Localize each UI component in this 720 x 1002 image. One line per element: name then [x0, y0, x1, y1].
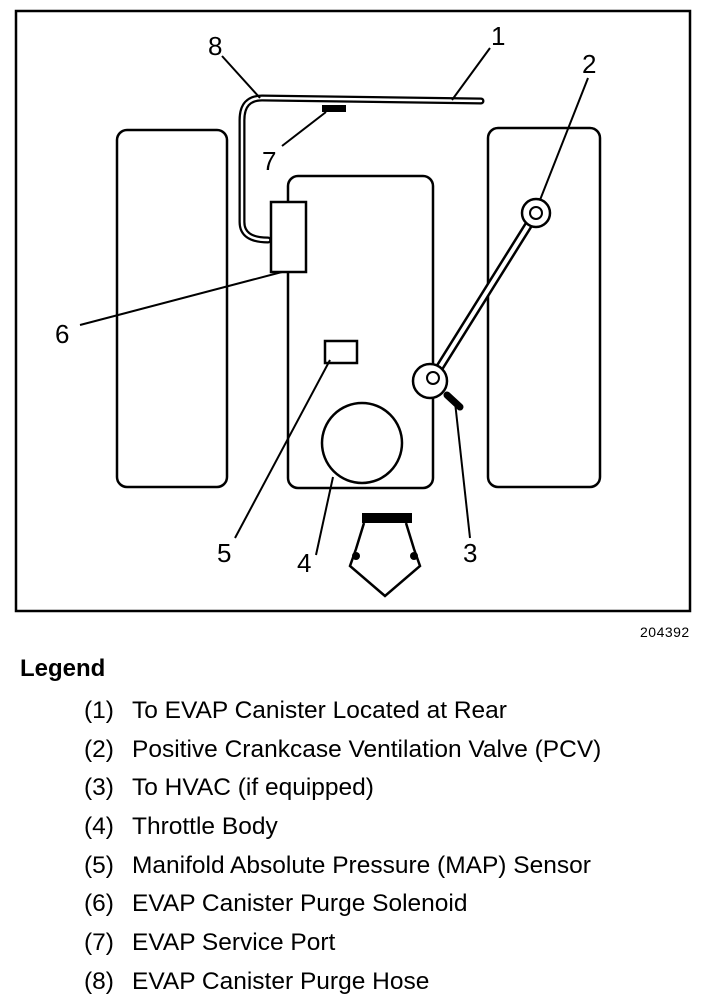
legend-item-number: (2)	[84, 735, 114, 763]
leader-2	[539, 77, 589, 201]
hvac-nipple	[443, 391, 464, 411]
legend-item-text: Positive Crankcase Ventilation Valve (PC…	[132, 735, 602, 763]
legend-item: (3) To HVAC (if equipped)	[84, 769, 601, 808]
leader-3	[454, 401, 471, 539]
legend-item: (2) Positive Crankcase Ventilation Valve …	[84, 731, 601, 770]
throttle-body	[320, 401, 404, 485]
callout-1: 1	[491, 21, 505, 51]
legend-item: (8) EVAP Canister Purge Hose	[84, 963, 601, 1002]
leader-8	[221, 55, 261, 99]
callout-6: 6	[55, 319, 69, 349]
legend-item: (7) EVAP Service Port	[84, 924, 601, 963]
legend-title: Legend	[20, 655, 106, 682]
legend-item-text: Throttle Body	[132, 813, 278, 841]
legend-item-text: EVAP Canister Purge Solenoid	[132, 890, 468, 918]
legend-item-text: EVAP Service Port	[132, 929, 336, 957]
pcv-fitting-center	[426, 371, 440, 385]
legend-item: (6) EVAP Canister Purge Solenoid	[84, 885, 601, 924]
leader-1	[451, 47, 491, 101]
figure-id: 204392	[640, 624, 690, 640]
legend-list: (1) To EVAP Canister Located at Rear (2) P…	[84, 692, 601, 1002]
front-pulley-hatch	[362, 513, 412, 523]
front-pulley-bolt-left	[352, 552, 360, 560]
legend-item-number: (1)	[84, 697, 114, 724]
legend-item-text: EVAP Canister Purge Hose	[132, 967, 430, 995]
callout-7: 7	[262, 146, 276, 176]
pcv-valve-center	[529, 206, 543, 220]
callout-5: 5	[217, 538, 231, 568]
callout-4: 4	[297, 548, 311, 578]
evap-service-port	[322, 105, 346, 112]
leader-4	[315, 476, 334, 556]
legend-item: (5) Manifold Absolute Pressure (MAP) Sens…	[84, 847, 601, 886]
map-sensor	[323, 339, 359, 365]
callout-8: 8	[208, 31, 222, 61]
right-cylinder-bank	[486, 126, 602, 489]
legend-item-number: (4)	[84, 813, 114, 841]
front-pulley-bolt-right	[410, 552, 418, 560]
front-pulley-outline	[348, 522, 422, 598]
pcv-fitting	[411, 362, 449, 400]
callout-3: 3	[463, 538, 477, 568]
callout-2: 2	[582, 49, 596, 79]
legend-item-text: Manifold Absolute Pressure (MAP) Sensor	[132, 851, 591, 879]
evap-purge-hose-inner	[240, 96, 483, 242]
leader-7	[281, 111, 327, 147]
legend-item-number: (7)	[84, 929, 114, 957]
legend-item-text: To HVAC (if equipped)	[132, 774, 374, 802]
pcv-valve	[520, 197, 552, 229]
legend-item-number: (8)	[84, 967, 114, 995]
legend-item-number: (3)	[84, 774, 114, 802]
pcv-hose-inner	[431, 211, 538, 380]
legend-item: (1) To EVAP Canister Located at Rear	[84, 692, 601, 731]
leader-6	[79, 271, 283, 326]
diagram-frame	[14, 9, 692, 613]
intake-manifold	[286, 174, 435, 490]
leader-5	[234, 359, 331, 539]
legend-item-number: (5)	[84, 851, 114, 879]
legend-item: (4) Throttle Body	[84, 808, 601, 847]
left-cylinder-bank	[115, 128, 229, 489]
engine-diagram: 1 2 3 4 5 6 7 8	[14, 9, 692, 613]
purge-solenoid	[269, 200, 308, 274]
legend-item-number: (6)	[84, 890, 114, 918]
legend-item-text: To EVAP Canister Located at Rear	[132, 697, 507, 724]
